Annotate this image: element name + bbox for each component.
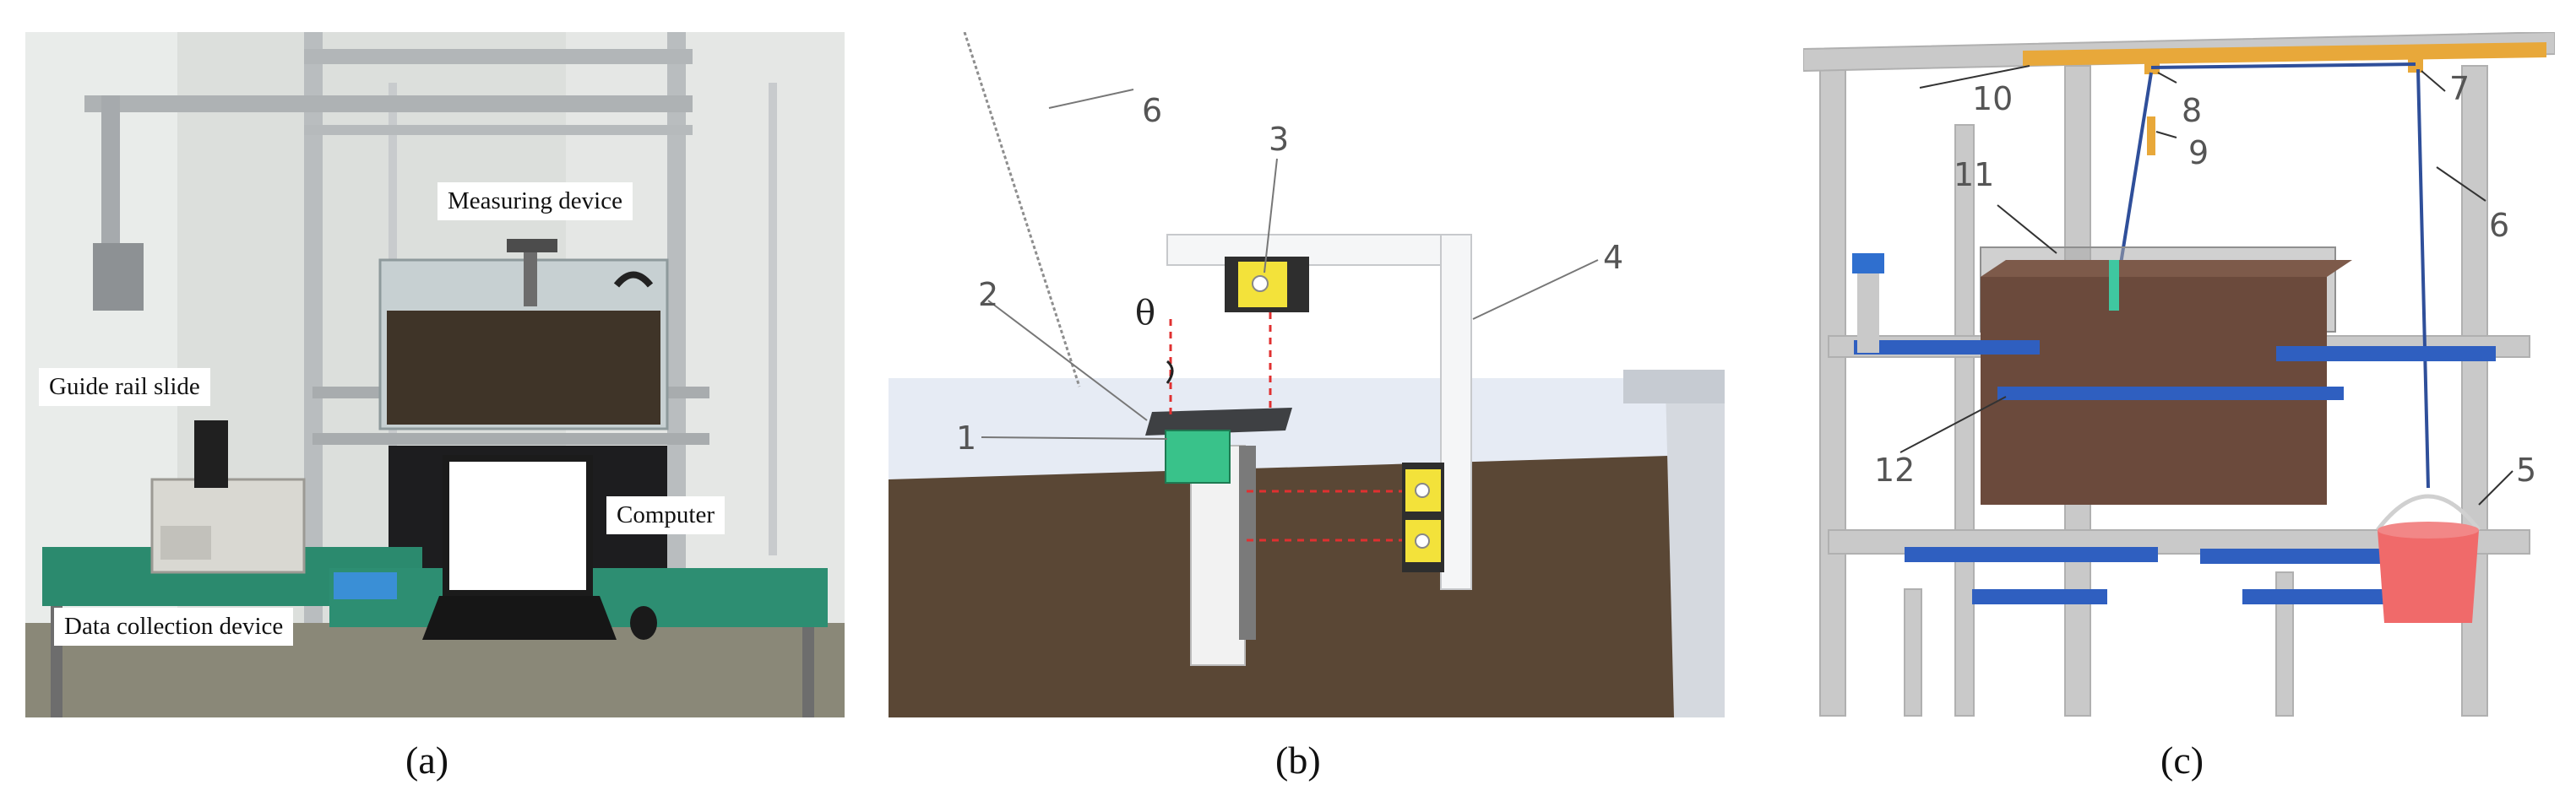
label-4: 4: [1603, 239, 1624, 276]
panel-a-photo: Measuring device Guide rail slide Comput…: [25, 32, 845, 717]
panel-b-render: 6 3 4 2 1 θ: [889, 32, 1725, 717]
label-3: 3: [1269, 121, 1290, 158]
label-10: 10: [1972, 80, 2014, 117]
label-8: 8: [2182, 92, 2203, 129]
computer-label: Computer: [606, 496, 725, 534]
guide-rail-slide-label: Guide rail slide: [39, 368, 210, 406]
caption-a: (a): [405, 739, 449, 782]
label-7: 7: [2449, 70, 2470, 107]
experiment-photo: [25, 32, 845, 717]
angle-theta: θ: [1135, 294, 1156, 333]
caption-b: (b): [1275, 739, 1321, 782]
label-6: 6: [2489, 207, 2510, 244]
label-11: 11: [1954, 156, 1995, 193]
label-9: 9: [2188, 134, 2209, 171]
caption-c: (c): [2160, 739, 2204, 782]
measuring-device-label: Measuring device: [437, 182, 633, 220]
panel-c-diagram: 10 8 7 9 11 6 12 5: [1803, 32, 2555, 717]
label-2: 2: [978, 276, 999, 313]
frame-3d-diagram: [1803, 32, 2555, 717]
label-12: 12: [1874, 452, 1916, 489]
data-collection-device-label: Data collection device: [54, 608, 294, 646]
label-6: 6: [1142, 92, 1163, 129]
label-1: 1: [956, 420, 977, 457]
label-5: 5: [2516, 452, 2537, 489]
device-closeup-render: [889, 32, 1725, 717]
